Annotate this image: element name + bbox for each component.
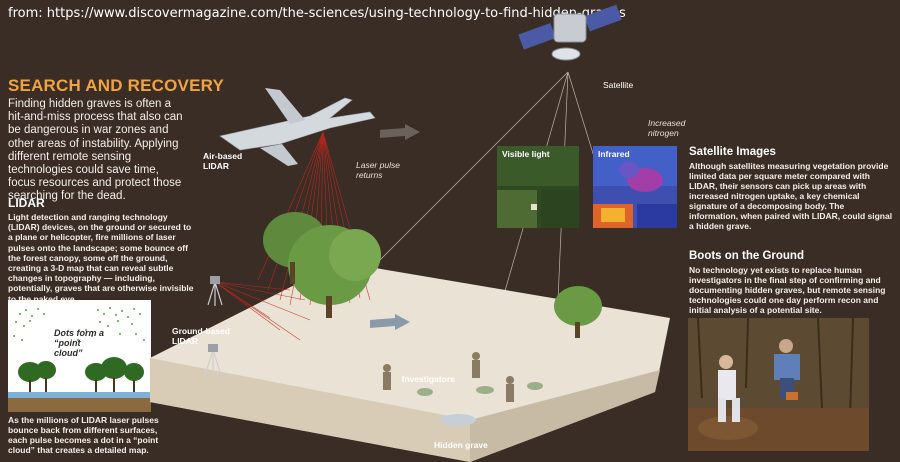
ground-lidar-tripods: [203, 281, 223, 379]
point-cloud-inset: Dots form a “point cloud”: [8, 300, 151, 412]
investigators-label: Investigators: [402, 374, 455, 384]
visible-light-image: Visible light: [497, 146, 579, 228]
satellite-illustration: [518, 4, 622, 61]
investigators-photo: [688, 318, 869, 451]
boots-description: No technology yet exists to replace huma…: [689, 265, 886, 315]
ground-direction-arrow: [370, 314, 410, 330]
lidar-description: Light detection and ranging technology (…: [8, 212, 194, 304]
hidden-grave-label: Hidden grave: [434, 440, 488, 450]
ground-lidar-label: Ground-based LIDAR: [172, 326, 231, 346]
increased-nitrogen-label: Increased nitrogen: [648, 118, 686, 138]
source-url: from: https://www.discovermagazine.com/t…: [8, 6, 626, 21]
page-title: SEARCH AND RECOVERY: [8, 76, 225, 95]
plane-direction-arrow: [380, 124, 420, 140]
boots-heading: Boots on the Ground: [689, 250, 804, 262]
point-cloud-label: Dots form a “point cloud”: [54, 328, 105, 358]
satellite-images-heading: Satellite Images: [689, 146, 776, 158]
investigators-figures: [383, 352, 514, 402]
satellite-images-description: Although satellites measuring vegetation…: [689, 161, 893, 231]
hidden-grave-shape: [440, 414, 476, 426]
point-cloud-caption: As the millions of LIDAR laser pulses bo…: [8, 415, 159, 455]
air-lidar-label: Air-based LIDAR: [203, 151, 243, 171]
infrared-label: Infrared: [598, 149, 630, 159]
visible-light-label: Visible light: [502, 149, 550, 159]
forest-trees: [263, 212, 602, 338]
point-cloud-illustration: [8, 300, 151, 412]
laser-returns-label: Laser pulse returns: [356, 160, 400, 180]
ground-laser-pulses: [214, 281, 311, 341]
intro-paragraph: Finding hidden graves is often a hit-and…: [8, 98, 183, 203]
satellite-label: Satellite: [603, 80, 634, 90]
lidar-heading: LIDAR: [8, 196, 45, 210]
infrared-image: Infrared: [593, 146, 677, 228]
search-diagram: [150, 4, 670, 462]
airplane: [219, 88, 376, 166]
